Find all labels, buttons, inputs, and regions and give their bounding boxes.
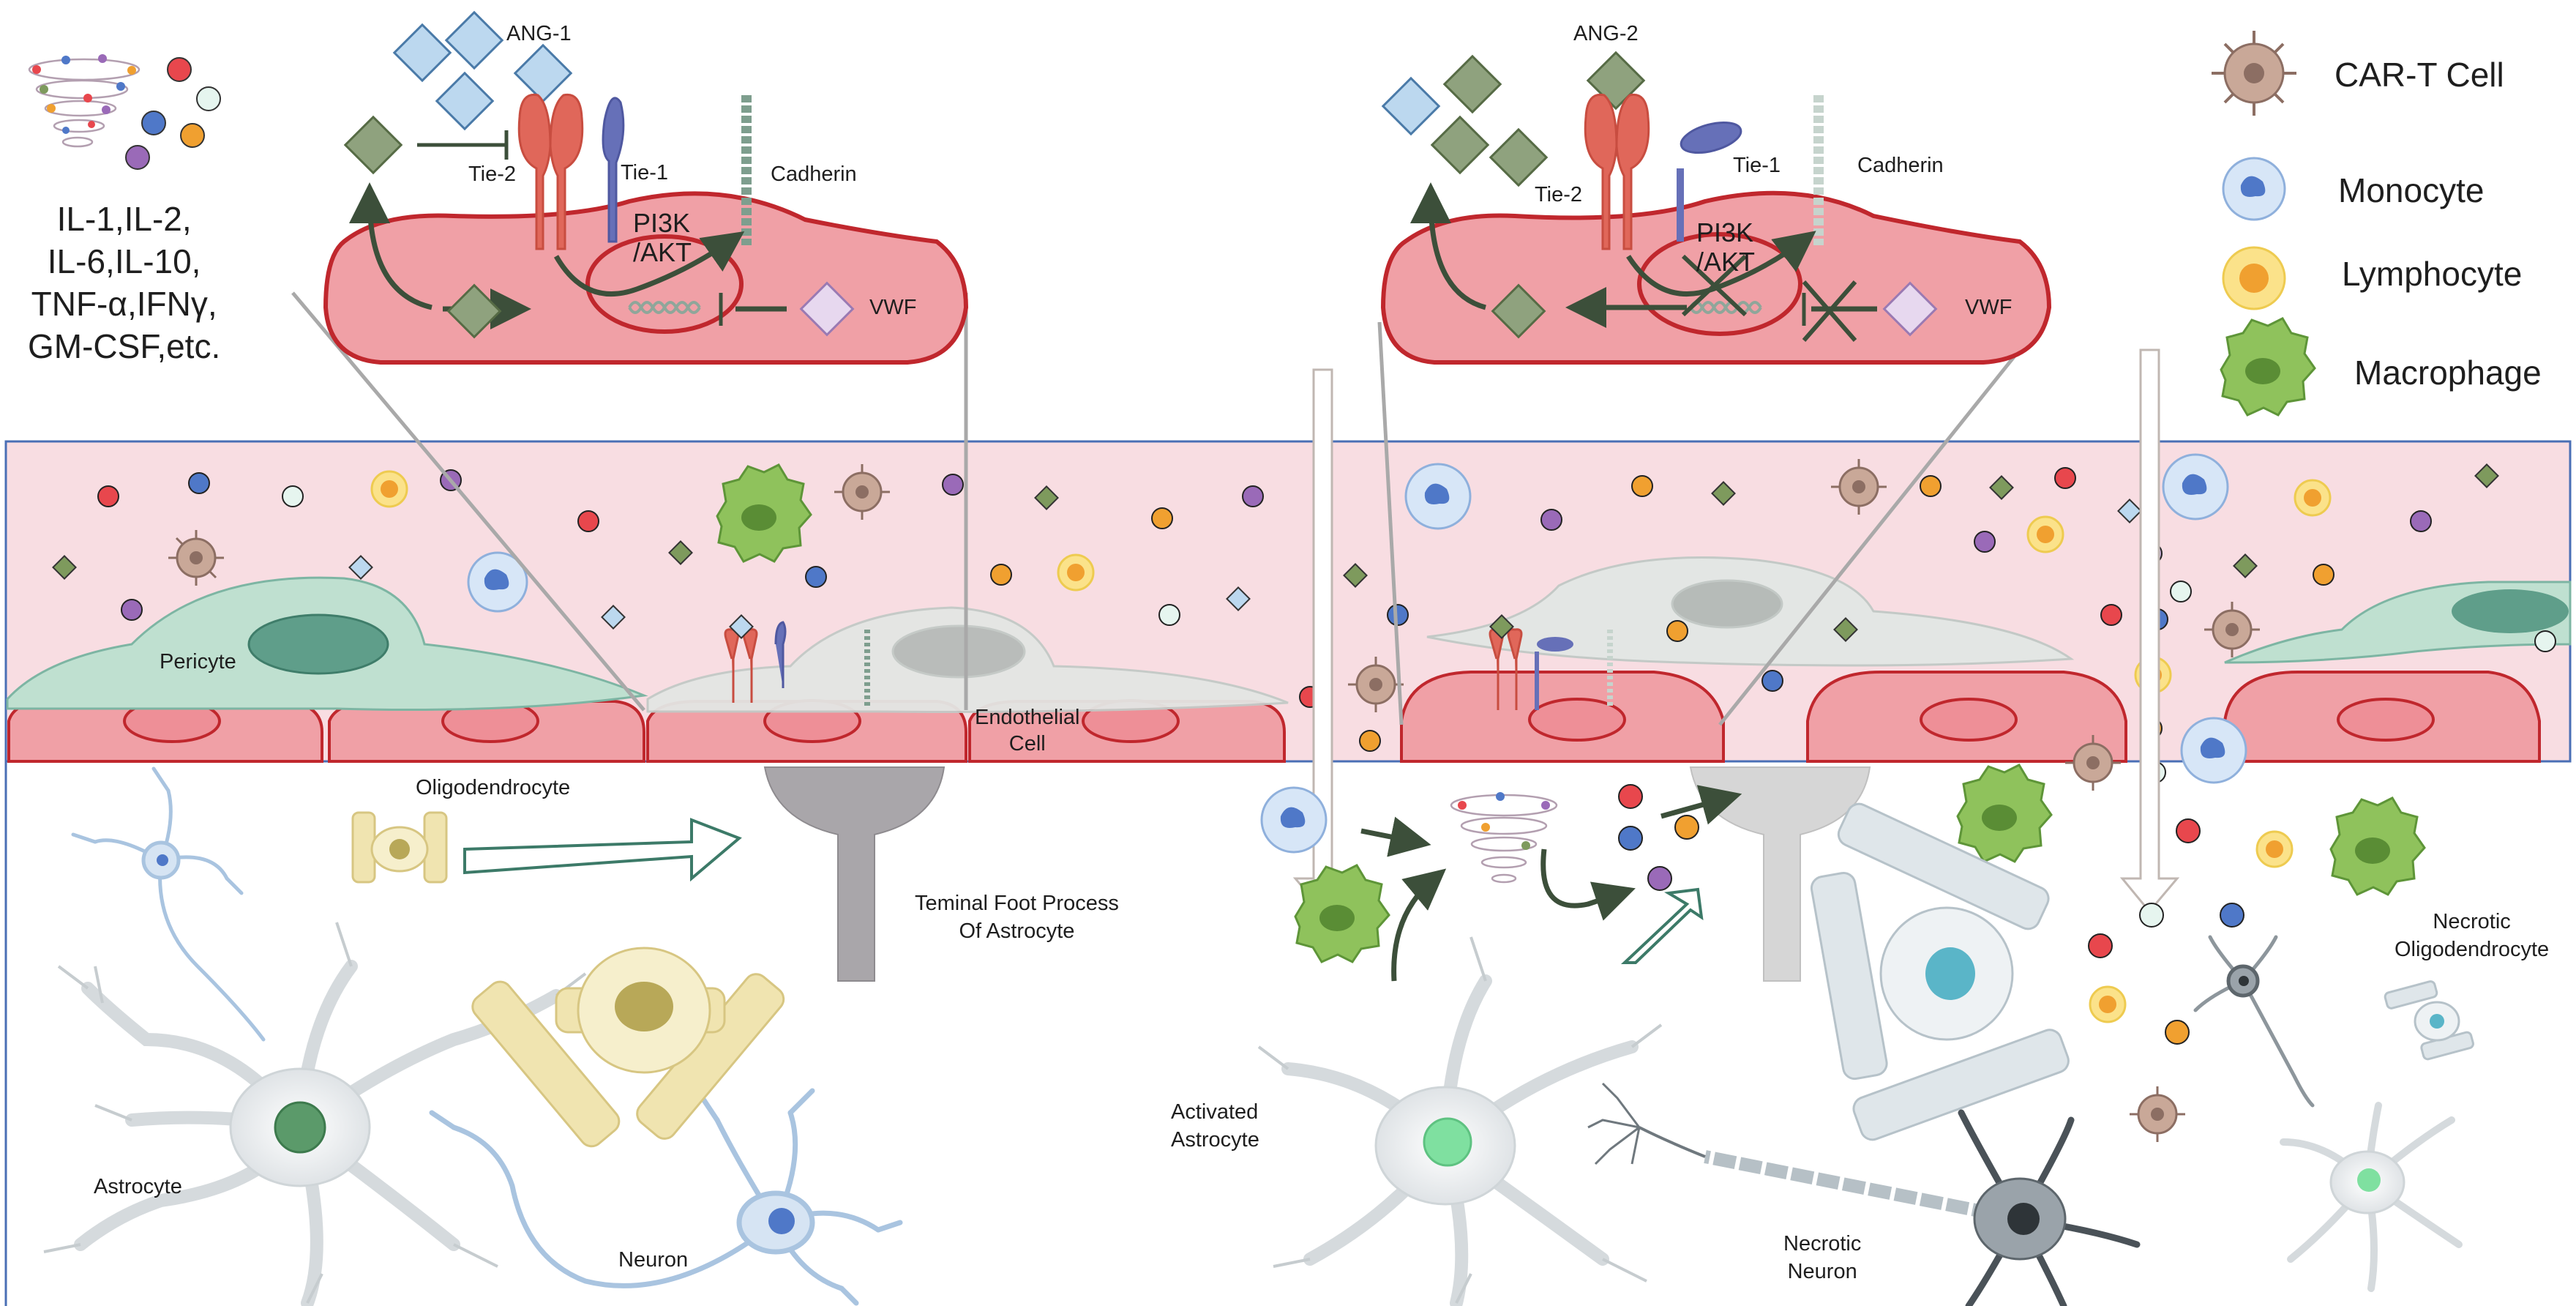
astrocyte-label: Astrocyte <box>94 1175 182 1198</box>
vessel-particles <box>97 467 2556 783</box>
released-cytokines <box>1618 784 2244 1045</box>
lymphocyte-icon <box>2222 246 2286 310</box>
necrotic-oligo-line-2: Oligodendrocyte <box>2395 938 2550 961</box>
pi3k-line-1-right: PI3K <box>1696 217 1754 247</box>
legend-icons <box>2212 31 2316 417</box>
pi3k-akt-label-right: PI3K /AKT <box>1696 218 1755 277</box>
endothelial-cell-label: Endothelial Cell <box>975 704 1080 757</box>
neuron <box>429 1088 903 1306</box>
activated-endothelial-cell <box>1426 556 2075 667</box>
necrotic-oligo-line-1: Necrotic <box>2433 910 2511 933</box>
pi3k-line-2-right: /AKT <box>1696 247 1756 277</box>
vessel-diamonds <box>52 463 2499 642</box>
neuron-small <box>71 766 266 1042</box>
legend-macrophage-label: Macrophage <box>2354 354 2542 392</box>
activation-arrows <box>1360 785 1742 982</box>
necrotic-neuron-line-1: Necrotic <box>1783 1232 1862 1255</box>
cytokine-storm-icon <box>28 54 221 170</box>
tie2-label-left: Tie-2 <box>468 163 516 186</box>
activated-astrocyte-label: Activated Astrocyte <box>1171 1098 1259 1154</box>
pericyte-right <box>2224 581 2572 664</box>
terminal-foot-label: Teminal Foot Process Of Astrocyte <box>915 889 1119 945</box>
pericyte <box>6 576 648 712</box>
terminal-line-2: Of Astrocyte <box>959 919 1075 943</box>
car-t-cell-icon <box>2212 31 2296 116</box>
tie1-label-left: Tie-1 <box>621 161 668 184</box>
cytokine-line-2: IL-6,IL-10, <box>47 242 201 280</box>
vwf-label-left: VWF <box>869 296 917 319</box>
pi3k-line-1: PI3K <box>633 208 691 238</box>
right-inset <box>1377 51 2052 726</box>
necrotic-neuron-small <box>2193 935 2315 1108</box>
vwf-label-right: VWF <box>1965 296 2012 319</box>
endothelial-line-2: Cell <box>1008 732 1046 755</box>
cadherin-label-right: Cadherin <box>1857 154 1944 177</box>
necrotic-neuron <box>1587 1082 2141 1306</box>
cytokine-list: IL-1,IL-2, IL-6,IL-10, TNF-α,IFNγ, GM-CS… <box>28 198 220 367</box>
hollow-arrows <box>463 348 2180 964</box>
monocyte-icon <box>2222 157 2286 221</box>
activated-line-2: Astrocyte <box>1171 1128 1259 1152</box>
necrotic-neuron-line-2: Neuron <box>1787 1260 1857 1283</box>
activated-astrocyte <box>1257 936 1663 1306</box>
pi3k-line-2: /AKT <box>633 237 692 267</box>
cadherin-label-left: Cadherin <box>771 163 857 186</box>
ang2-label: ANG-2 <box>1573 22 1639 45</box>
necrotic-oligodendrocyte-large <box>1810 802 2070 1141</box>
activated-line-1: Activated <box>1171 1100 1259 1124</box>
endothelial-line-1: Endothelial <box>975 706 1080 729</box>
astrocyte-small <box>2280 1102 2463 1292</box>
tie1-label-right: Tie-1 <box>1733 154 1781 177</box>
ang1-label: ANG-1 <box>506 22 572 45</box>
cytokine-spiral-bottom <box>1450 792 1558 884</box>
terminal-line-1: Teminal Foot Process <box>915 892 1119 915</box>
legend-car-t-label: CAR-T Cell <box>2334 56 2504 94</box>
blood-vessel <box>4 440 2572 1306</box>
tie2-label-right: Tie-2 <box>1535 183 1582 206</box>
cytokine-line-3: TNF-α,IFNγ, <box>31 285 217 323</box>
necrotic-neuron-label: Necrotic Neuron <box>1783 1230 1861 1286</box>
necrotic-oligodendrocyte-small <box>2384 980 2474 1061</box>
pi3k-akt-label-left: PI3K /AKT <box>633 209 692 267</box>
macrophage-icon <box>2220 317 2316 417</box>
neuron-label: Neuron <box>618 1248 689 1272</box>
brain-immune-cells <box>1260 764 2426 1142</box>
necrotic-oligodendrocyte-label: Necrotic Oligodendrocyte <box>2395 908 2549 963</box>
legend-monocyte-label: Monocyte <box>2338 171 2485 209</box>
pericyte-label: Pericyte <box>160 650 236 673</box>
left-inset <box>291 10 969 712</box>
cytokine-line-1: IL-1,IL-2, <box>56 200 192 238</box>
oligodendrocyte-label: Oligodendrocyte <box>416 776 571 799</box>
legend-lymphocyte-label: Lymphocyte <box>2342 255 2523 293</box>
oligodendrocyte <box>351 811 785 1148</box>
vessel-immune-cells <box>168 453 2332 791</box>
cytokine-line-4: GM-CSF,etc. <box>28 327 221 365</box>
astrocyte <box>43 922 587 1306</box>
